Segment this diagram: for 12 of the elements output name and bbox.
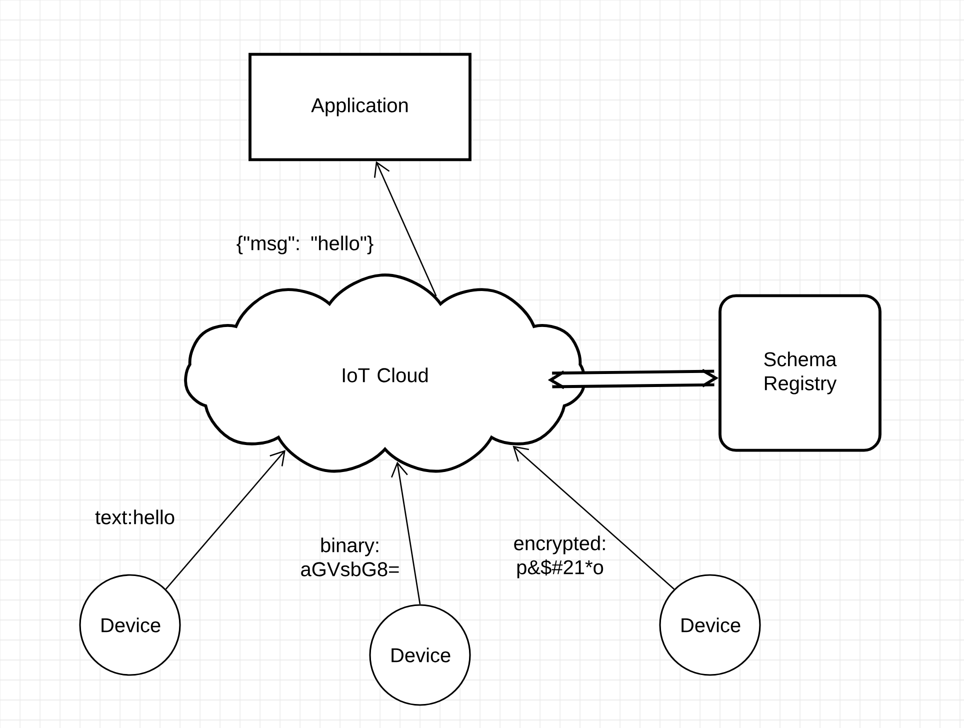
edge-label: binary: aGVsbG8= xyxy=(301,538,399,576)
edge-label: encrypted: p&$#21*o xyxy=(514,536,605,578)
arrow xyxy=(512,446,675,590)
edge-label: {"msg": "hello"} xyxy=(236,236,374,254)
node-label: Device xyxy=(392,648,450,662)
edge-label: text:hello xyxy=(95,510,174,524)
arrow xyxy=(165,450,286,590)
arrow xyxy=(390,462,421,604)
arrow xyxy=(548,368,719,390)
arrow xyxy=(374,161,437,296)
process-box: Application xyxy=(248,52,472,162)
rounded-box: Schema Registry xyxy=(718,294,882,452)
